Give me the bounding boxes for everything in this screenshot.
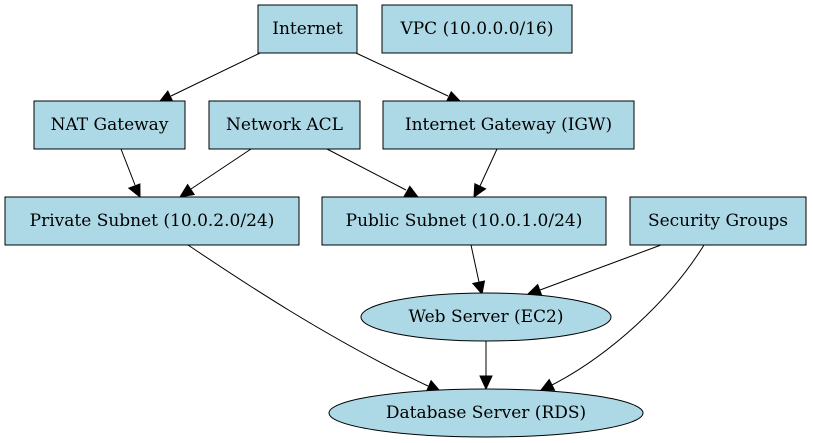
edge-network-acl-to-private-subnet — [178, 148, 252, 198]
node-internet-box — [257, 4, 358, 54]
node-internet[interactable]: Internet — [257, 4, 358, 54]
node-nat-gateway-label: NAT Gateway — [51, 115, 169, 135]
node-public-subnet-label: Public Subnet (10.0.1.0/24) — [346, 211, 583, 231]
node-public-subnet[interactable]: Public Subnet (10.0.1.0/24) — [321, 196, 607, 246]
node-web-server-label: Web Server (EC2) — [409, 307, 564, 327]
node-private-subnet-label: Private Subnet (10.0.2.0/24) — [30, 211, 275, 231]
node-security-groups[interactable]: Security Groups — [629, 196, 807, 246]
node-db-server-label: Database Server (RDS) — [386, 403, 586, 423]
node-network-acl[interactable]: Network ACL — [208, 100, 361, 150]
edge-igw-to-public-subnet — [473, 148, 498, 199]
node-web-server-ellipse — [360, 292, 612, 342]
edge-nat-gateway-to-private-subnet — [120, 148, 141, 199]
node-network-acl-box — [208, 100, 361, 150]
edge-network-acl-to-public-subnet — [326, 148, 420, 198]
node-vpc-label: VPC (10.0.0.0/16) — [399, 19, 553, 39]
node-private-subnet-box — [4, 196, 300, 246]
edge-security-groups-to-web-server — [526, 244, 662, 297]
node-nat-gateway-box — [33, 100, 186, 150]
node-web-server[interactable]: Web Server (EC2) — [360, 292, 612, 342]
edge-security-groups-to-db-server — [539, 244, 705, 391]
edge-internet-to-nat-gateway — [159, 52, 261, 103]
edge-web-server-to-db-server — [479, 341, 493, 391]
node-igw[interactable]: Internet Gateway (IGW) — [382, 100, 635, 150]
node-internet-label: Internet — [272, 19, 343, 39]
node-security-groups-box — [629, 196, 807, 246]
node-igw-label: Internet Gateway (IGW) — [405, 115, 612, 135]
node-network-acl-label: Network ACL — [226, 115, 343, 135]
edge-public-subnet-to-web-server — [470, 244, 486, 296]
node-vpc[interactable]: VPC (10.0.0.0/16) — [381, 4, 573, 54]
edge-internet-to-igw — [355, 52, 462, 103]
node-db-server-ellipse — [328, 388, 644, 438]
node-igw-box — [382, 100, 635, 150]
node-vpc-box — [381, 4, 573, 54]
nodes-layer: Internet VPC (10.0.0.0/16) NAT Gateway N… — [4, 4, 807, 438]
node-public-subnet-box — [321, 196, 607, 246]
node-private-subnet[interactable]: Private Subnet (10.0.2.0/24) — [4, 196, 300, 246]
node-db-server[interactable]: Database Server (RDS) — [328, 388, 644, 438]
node-nat-gateway[interactable]: NAT Gateway — [33, 100, 186, 150]
node-security-groups-label: Security Groups — [648, 211, 788, 231]
